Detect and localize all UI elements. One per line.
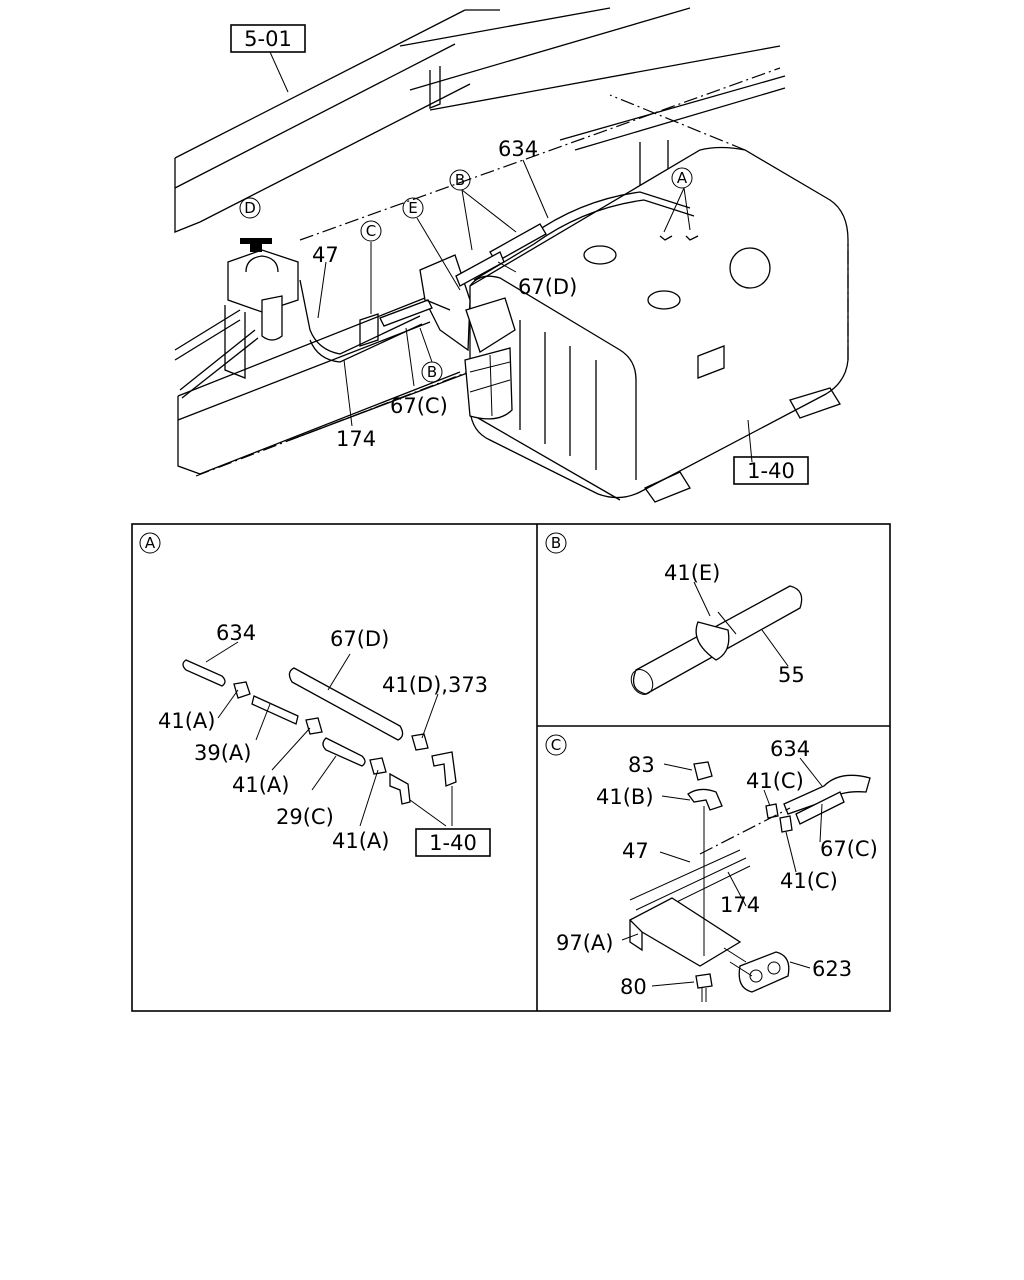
- detail-a-tag: A: [139, 532, 161, 554]
- fuel-tank: [469, 94, 849, 503]
- detail-a-label-29c: 29(C): [276, 805, 334, 829]
- detail-a-leaders: [205, 641, 453, 827]
- clamp-41c-1: [765, 803, 779, 819]
- svg-text:A: A: [677, 169, 688, 187]
- detail-c-label-174: 174: [720, 893, 760, 917]
- fuel-filter-assembly: [419, 254, 516, 420]
- detail-a-label-41d-373: 41(D),373: [382, 673, 488, 697]
- detail-a-label-41a-2: 41(A): [232, 773, 289, 797]
- hose-29c: [322, 737, 366, 767]
- svg-text:B: B: [551, 534, 561, 552]
- hose-67d: [288, 667, 404, 741]
- pipe-39a: [251, 695, 299, 725]
- clamp-41a-1: [233, 681, 251, 699]
- detail-a-label-41a-1: 41(A): [158, 709, 215, 733]
- main-leader-lines: [269, 51, 753, 463]
- svg-text:B: B: [455, 171, 465, 189]
- detail-c-label-97a: 97(A): [556, 931, 613, 955]
- detail-c: C 83 63: [545, 734, 878, 1002]
- detail-c-label-623: 623: [812, 957, 852, 981]
- ref-1-40-label: 1-40: [747, 459, 795, 483]
- pump-assembly: [174, 238, 311, 399]
- svg-text:C: C: [366, 222, 376, 240]
- circle-e: E: [402, 197, 424, 219]
- circle-b-top: B: [449, 169, 471, 191]
- clamp-41a-2: [305, 717, 323, 735]
- detail-c-label-47: 47: [622, 839, 649, 863]
- detail-a-label-634: 634: [216, 621, 256, 645]
- label-67d: 67(D): [518, 275, 577, 299]
- detail-c-label-634: 634: [770, 737, 810, 761]
- detail-a-label-39a: 39(A): [194, 741, 251, 765]
- detail-c-leaders: [621, 757, 823, 987]
- frame-rail-lower: [177, 291, 471, 477]
- detail-a-label-67d: 67(D): [330, 627, 389, 651]
- fuel-pipes: [309, 191, 699, 363]
- detail-c-label-41b: 41(B): [596, 785, 654, 809]
- detail-b-tag: B: [545, 532, 567, 554]
- circle-a-top: A: [671, 167, 693, 189]
- detail-a: A 634 67(D) 41(D),373 41(A) 39(A: [139, 532, 491, 857]
- detail-c-label-80: 80: [620, 975, 647, 999]
- detail-a-ref-label: 1-40: [429, 831, 477, 855]
- detail-b: B 41(E) 55: [545, 532, 805, 695]
- clamp-41a-3: [369, 757, 387, 775]
- detail-b-leaders: [693, 581, 789, 667]
- main-view: 5-01 1-40 D E C B A B 634 47: [174, 7, 849, 503]
- detail-a-ref-box: [415, 828, 491, 857]
- detail-panels: [131, 523, 891, 1012]
- pipe-55-opening: [630, 669, 654, 695]
- svg-text:D: D: [244, 199, 256, 217]
- detail-a-label-41a-3: 41(A): [332, 829, 389, 853]
- detail-b-label-41e: 41(E): [664, 561, 720, 585]
- detail-c-label-41c-2: 41(C): [780, 869, 838, 893]
- detail-c-label-41c-1: 41(C): [746, 769, 804, 793]
- tank-fitting-1: [431, 751, 457, 787]
- view-direction-arrow: [240, 238, 272, 252]
- ref-5-01-label: 5-01: [244, 27, 292, 51]
- detail-c-tag: C: [545, 734, 567, 756]
- bracket-97a: [628, 897, 742, 967]
- svg-text:E: E: [408, 199, 417, 217]
- detail-c-label-83: 83: [628, 753, 655, 777]
- circle-c: C: [360, 220, 382, 242]
- hose-67c: [795, 791, 845, 825]
- ref-box-5-01: [230, 24, 306, 53]
- svg-text:B: B: [427, 363, 437, 381]
- detail-b-label-55: 55: [778, 663, 805, 687]
- label-174: 174: [336, 427, 376, 451]
- clamp-41c-2: [779, 815, 793, 833]
- hose-634: [182, 659, 226, 687]
- circle-d: D: [239, 197, 261, 219]
- detail-c-label-67c: 67(C): [820, 837, 878, 861]
- ref-box-1-40: [733, 456, 809, 485]
- label-67c: 67(C): [390, 394, 448, 418]
- bolt-80: [695, 973, 713, 989]
- circle-b-bottom: B: [421, 361, 443, 383]
- nut-83: [693, 761, 713, 781]
- svg-text:C: C: [551, 736, 561, 754]
- label-634: 634: [498, 137, 538, 161]
- svg-text:A: A: [145, 534, 156, 552]
- label-47: 47: [312, 243, 339, 267]
- clamp-41d: [411, 733, 429, 751]
- clip-41b: [687, 788, 723, 811]
- tank-fitting-2: [389, 772, 411, 805]
- clamp-41e: [695, 621, 730, 661]
